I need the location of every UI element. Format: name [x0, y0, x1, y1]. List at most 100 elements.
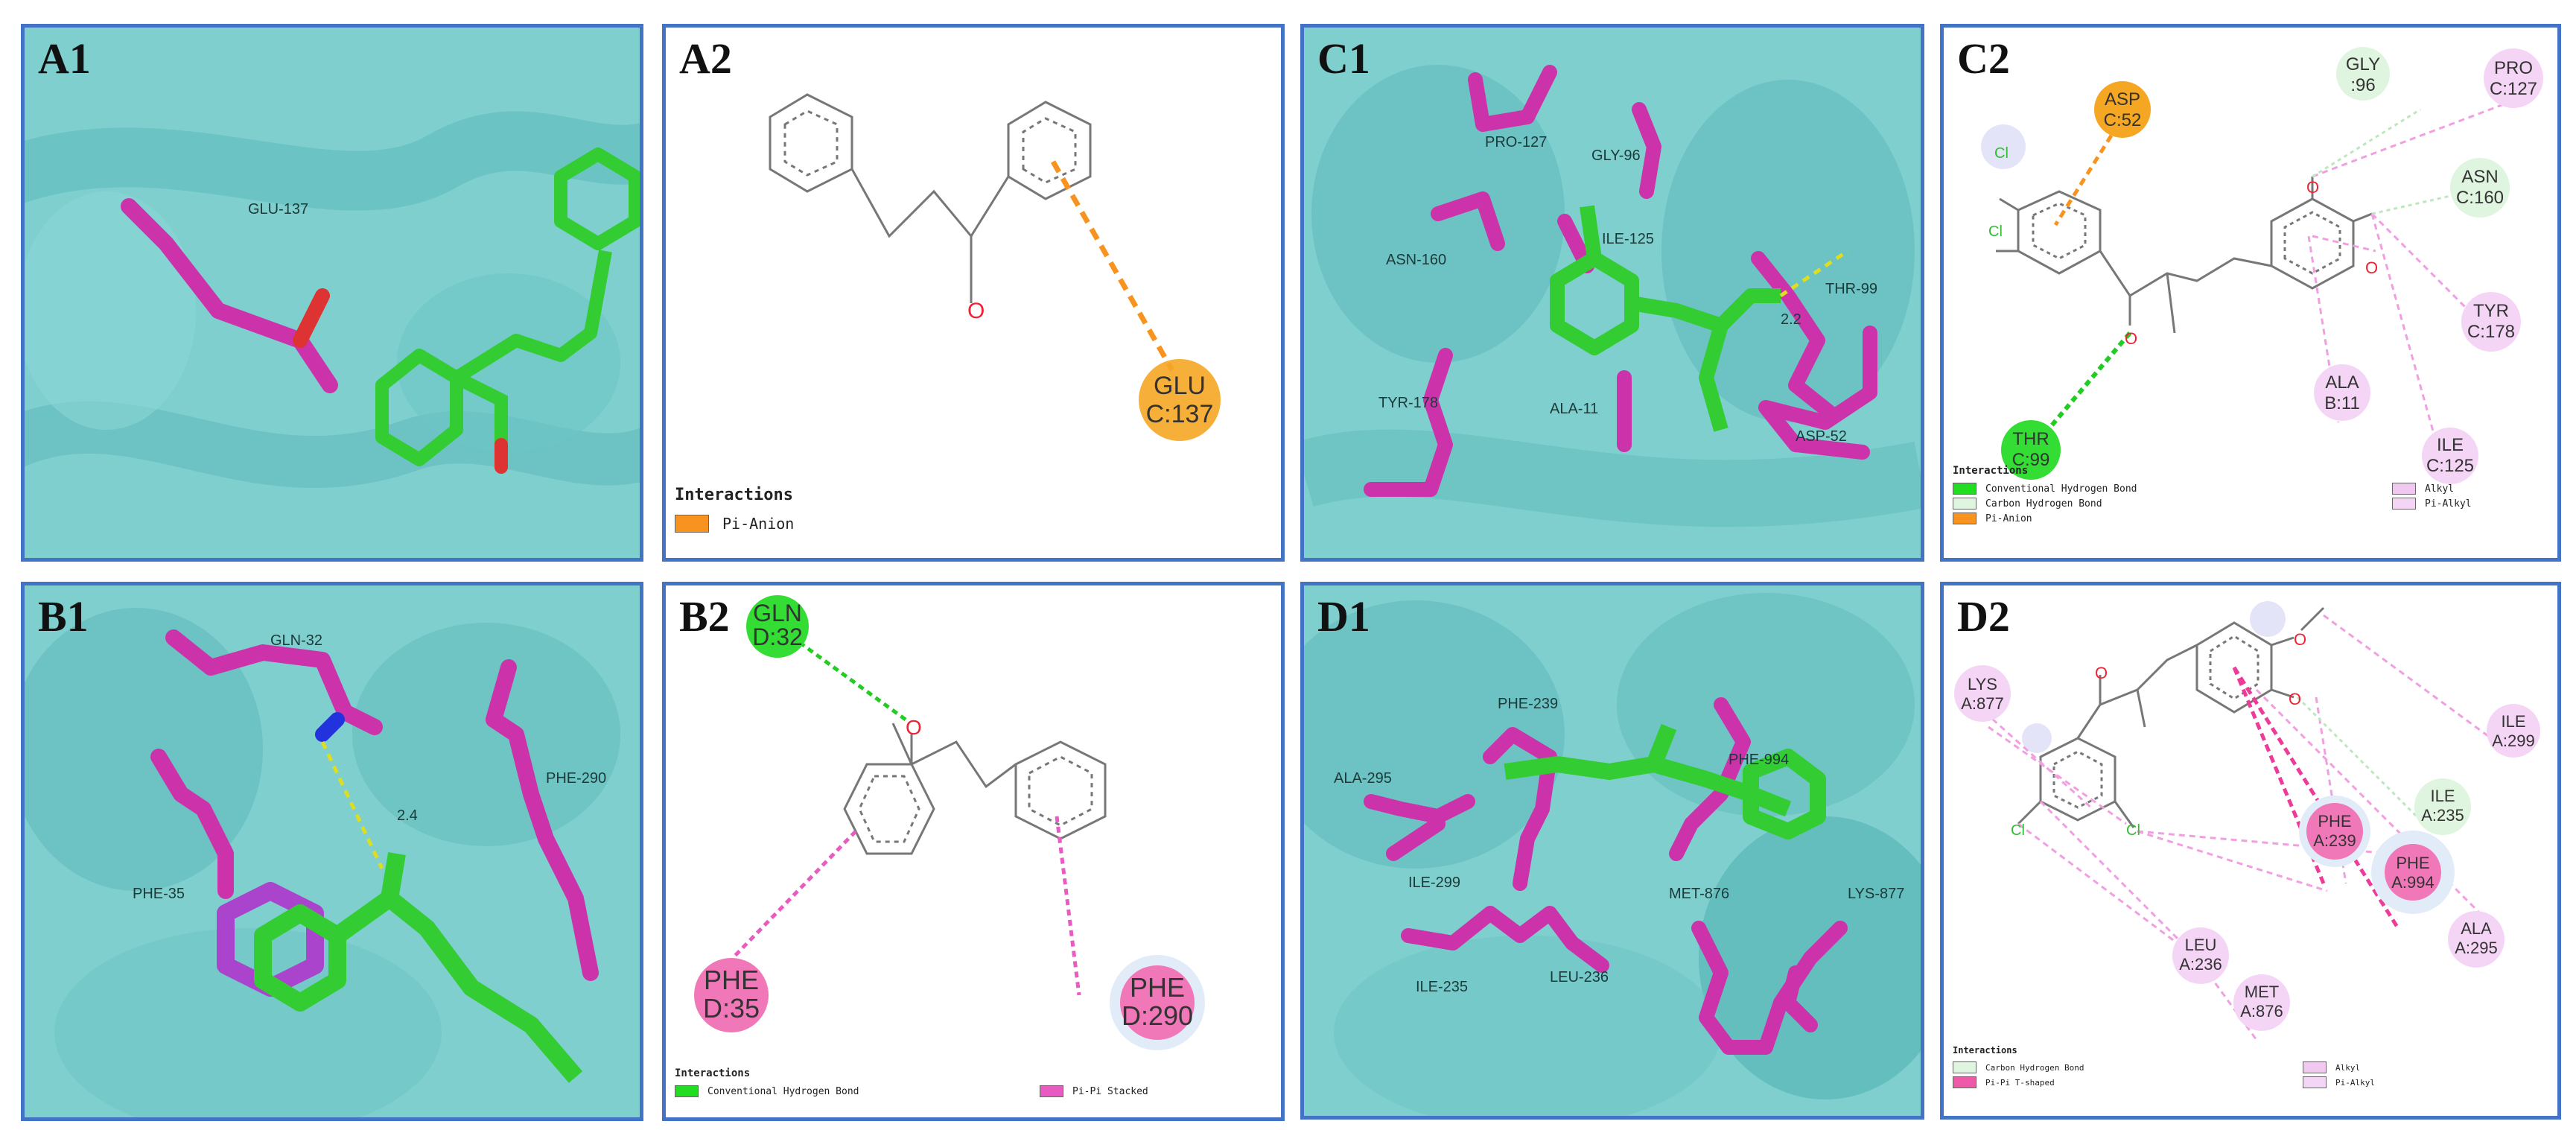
panel-c1: PRO-127 GLY-96 ASN-160 ILE-125 THR-99 TY… [1300, 24, 1924, 562]
legend-swatch [1953, 498, 1976, 510]
c2-res-2-chain: C:127 [2490, 79, 2537, 99]
d1-res-4: MET-876 [1669, 886, 1729, 902]
c1-res-7: ASP-52 [1796, 428, 1847, 445]
panel-label-c2: C2 [1957, 34, 2010, 83]
d2-res-7-name: MET [2245, 983, 2279, 1001]
c2-legend-item: Pi-Alkyl [2392, 498, 2472, 510]
c2-res-3-name: ASN [2461, 167, 2498, 187]
d2-atom-2: O [2289, 690, 2301, 708]
b1-res-1: PHE-290 [546, 770, 606, 787]
c1-distance: 2.2 [1781, 311, 1801, 328]
c2-res-1-chain: :96 [2350, 75, 2375, 95]
legend-swatch [1953, 512, 1976, 524]
d2-ligand-diagram: O O O Cl Cl LYS A:877 ILE A:299 ILE A:23… [1954, 601, 2540, 1041]
c2-res-3-chain: C:160 [2456, 188, 2504, 208]
b2-res-0-name: GLN [753, 600, 802, 626]
c2-atom-0: Cl [1994, 145, 2009, 162]
a1-res-0: GLU-137 [248, 201, 308, 218]
d2-res-6-name: ALA [2461, 919, 2492, 938]
d1-structure: PHE-239 ALA-295 PHE-994 ILE-299 MET-876 … [1304, 593, 1921, 1116]
legend-swatch [1040, 1085, 1063, 1097]
b1-structure: GLN-32 PHE-290 PHE-35 2.4 [25, 608, 620, 1117]
b1-res-0: GLN-32 [270, 632, 322, 649]
b2-legend-label-0: Conventional Hydrogen Bond [707, 1085, 859, 1097]
d2-res-0-name: LYS [1968, 675, 1997, 693]
c1-res-4: THR-99 [1825, 281, 1877, 297]
d2-res-4-chain: A:994 [2391, 873, 2435, 892]
a2-legend-item: Pi-Anion [675, 515, 794, 533]
d2-legend-title: Interactions [1953, 1045, 2017, 1056]
d2-legend-label-1: Pi-Pi T-shaped [1985, 1077, 2055, 1088]
c2-legend-title: Interactions [1953, 465, 2029, 477]
legend-swatch [675, 515, 709, 533]
d1-res-5: LYS-877 [1848, 886, 1904, 902]
d2-atom-3: Cl [2011, 822, 2025, 839]
d2-res-2-name: ILE [2430, 787, 2455, 805]
d2-res-1-name: ILE [2501, 712, 2525, 731]
c2-res-7-name: THR [2012, 429, 2049, 449]
panel-label-d2: D2 [1957, 592, 2010, 641]
legend-swatch [1953, 1061, 1976, 1073]
svg-text:O: O [906, 716, 922, 739]
panel-label-a2: A2 [679, 34, 732, 83]
d1-res-6: ILE-235 [1416, 979, 1468, 995]
a2-ligand-diagram: O GLU C:137 [769, 93, 1221, 441]
b2-legend-item: Pi-Pi Stacked [1040, 1085, 1148, 1097]
legend-swatch [2392, 498, 2416, 510]
b2-res-1-name: PHE [704, 965, 759, 995]
d2-res-3-name: PHE [2318, 812, 2351, 831]
c2-res-7-chain: C:99 [2012, 450, 2050, 470]
b2-ligand-diagram: O GLN D:32 PHE D:35 PHE D:290 [694, 595, 1205, 1050]
d2-atom-0: O [2095, 664, 2108, 682]
d2-res-5-chain: A:236 [2179, 955, 2222, 974]
legend-swatch [2392, 483, 2416, 495]
panel-label-c1: C1 [1317, 34, 1370, 83]
b1-res-2: PHE-35 [133, 886, 185, 902]
c2-legend-item: Alkyl [2392, 483, 2472, 495]
panel-a2: O GLU C:137 A2 Interactions Pi-Anion [662, 24, 1285, 562]
svg-text:O: O [967, 299, 985, 323]
c2-res-2-name: PRO [2494, 58, 2533, 78]
c2-legend-label-1: Carbon Hydrogen Bond [1985, 498, 2102, 510]
c2-res-5-chain: B:11 [2324, 393, 2360, 413]
panel-label-b1: B1 [38, 592, 89, 641]
legend-swatch [2303, 1061, 2327, 1073]
panel-label-b2: B2 [679, 592, 730, 641]
c2-res-4-chain: C:178 [2467, 322, 2515, 342]
c1-res-5: TYR-178 [1378, 395, 1438, 411]
b2-res-0-chain: D:32 [752, 623, 803, 650]
d1-res-7: LEU-236 [1550, 969, 1609, 985]
panel-d1: PHE-239 ALA-295 PHE-994 ILE-299 MET-876 … [1300, 582, 1924, 1120]
c2-legend-label-0: Conventional Hydrogen Bond [1985, 483, 2137, 495]
a2-res-name: GLU [1154, 372, 1206, 400]
d2-legend-item: Pi-Alkyl [2303, 1076, 2375, 1088]
c2-legend-item: Carbon Hydrogen Bond [1953, 498, 2392, 510]
panel-a1: GLU-137 A1 [21, 24, 643, 562]
b2-legend-title: Interactions [675, 1067, 751, 1079]
c2-atom-1: Cl [1988, 223, 2003, 240]
panel-label-d1: D1 [1317, 592, 1370, 641]
b2-res-2-chain: D:290 [1122, 1000, 1193, 1031]
panel-b2: O GLN D:32 PHE D:35 PHE D:290 B2 Interac… [662, 582, 1285, 1121]
legend-swatch [2303, 1076, 2327, 1088]
a2-res-chain: C:137 [1146, 400, 1214, 428]
c2-res-5-name: ALA [2325, 372, 2359, 393]
c1-res-2: ASN-160 [1386, 252, 1446, 268]
c2-res-0-chain: C:52 [2104, 110, 2142, 130]
c2-legend-item: Conventional Hydrogen Bond [1953, 483, 2392, 495]
c2-atom-4: O [2365, 258, 2378, 277]
c2-legend-item: Pi-Anion [1953, 512, 2392, 524]
a2-legend-label-0: Pi-Anion [722, 515, 795, 533]
d2-legend-label-0: Carbon Hydrogen Bond [1985, 1062, 2084, 1073]
b2-res-1-chain: D:35 [703, 993, 760, 1023]
a2-legend: Interactions Pi-Anion [675, 486, 794, 537]
d2-res-6-chain: A:295 [2455, 939, 2498, 957]
d1-res-3: ILE-299 [1408, 875, 1460, 891]
c1-res-0: PRO-127 [1485, 134, 1547, 150]
b1-distance: 2.4 [397, 807, 418, 824]
d2-res-3-chain: A:239 [2313, 831, 2356, 850]
c2-atom-3: O [2306, 178, 2319, 197]
c2-legend-label-3: Alkyl [2425, 483, 2455, 495]
legend-swatch [675, 1085, 699, 1097]
d1-res-2: PHE-994 [1729, 752, 1789, 768]
